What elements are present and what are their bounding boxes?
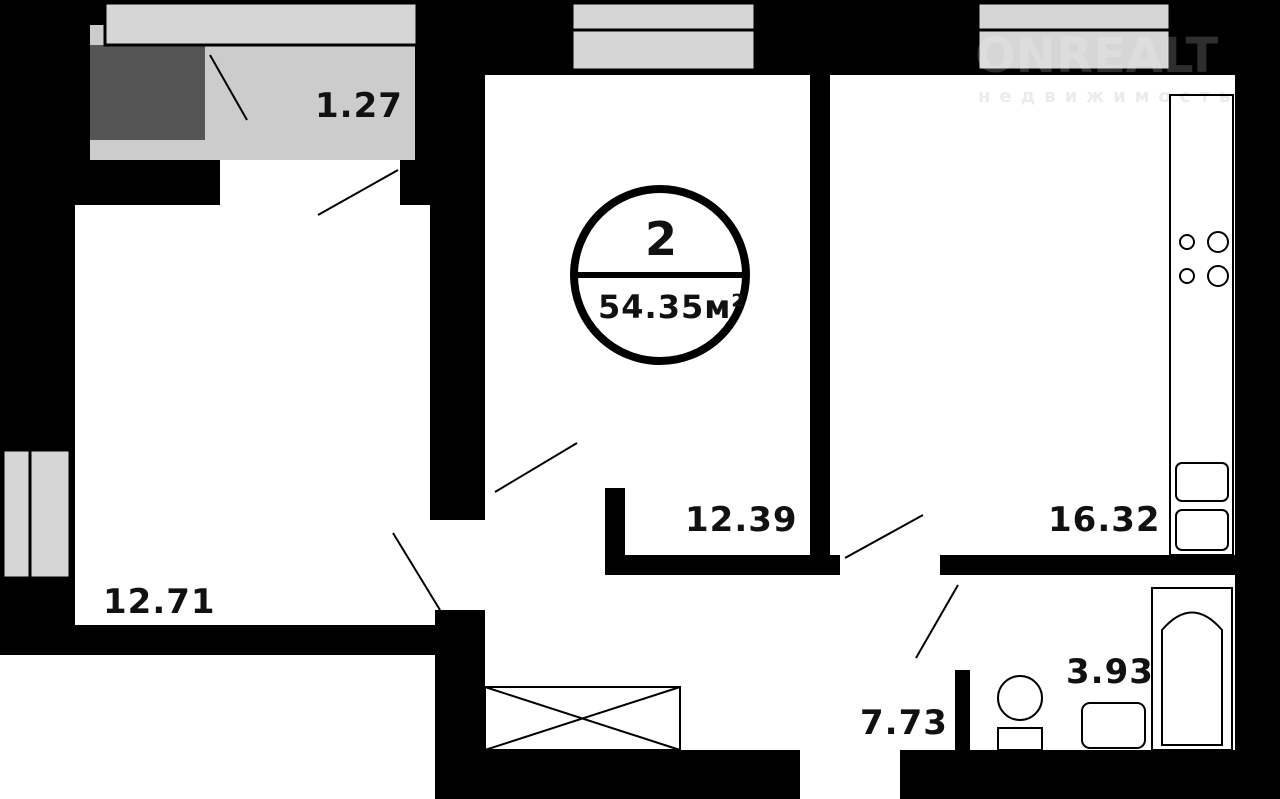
watermark-tagline: недвижимость (978, 86, 1240, 107)
area-unit-superscript: 2 (731, 290, 745, 312)
balcony (90, 1, 419, 160)
room-area-balcony: 1.27 (315, 86, 403, 126)
total-area: 54.35м2 (598, 288, 745, 326)
bathroom-fixtures (997, 587, 1233, 751)
room-area-hallway: 7.73 (860, 703, 948, 743)
door-swings (317, 169, 959, 659)
kitchen-counter (1169, 94, 1234, 556)
ventilation-shaft (484, 686, 681, 751)
apartment-badge (570, 185, 750, 365)
total-area-value: 54.35м (598, 288, 732, 326)
watermark-brand: ONREALT (975, 28, 1219, 84)
room-area-bathroom: 3.93 (1066, 652, 1154, 692)
room-area-living-room: 12.71 (103, 582, 216, 622)
room-area-bedroom: 12.39 (685, 500, 798, 540)
windows (1, 1, 1172, 580)
room-count: 2 (645, 212, 679, 266)
room-area-kitchen: 16.32 (1048, 500, 1161, 540)
